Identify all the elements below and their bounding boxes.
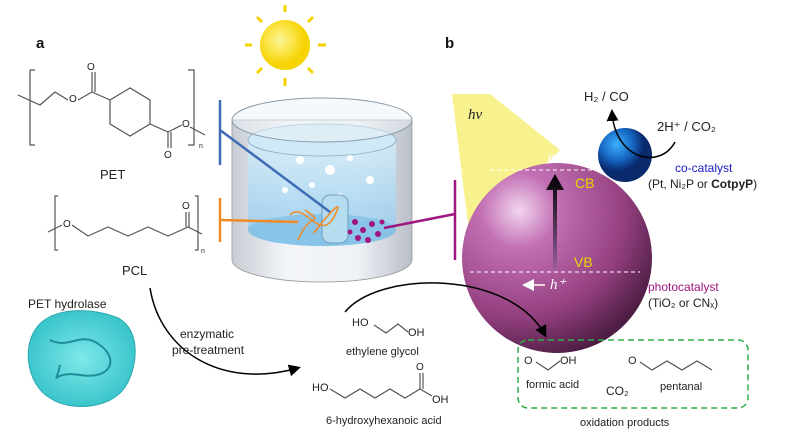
hha-label: 6-hydroxyhexanoic acid	[326, 415, 442, 427]
cocatalyst-examples: (Pt, Ni₂P or CotpyP)	[648, 178, 757, 190]
pcl-label: PCL	[122, 263, 148, 278]
pretreatment-arrow	[149, 287, 301, 377]
pet-structure	[17, 69, 206, 148]
oxidation-arrow	[344, 282, 547, 338]
oxidation-products-title: oxidation products	[580, 417, 670, 429]
panel-label-b: b	[445, 35, 455, 52]
pretreatment-label: pre-treatment	[172, 343, 245, 357]
reactor-vessel	[231, 97, 413, 283]
cocatalyst-sphere	[598, 128, 652, 182]
pcl-ester-o: O	[63, 219, 71, 230]
hha-ho: HO	[312, 382, 329, 394]
pet-carbonyl-o1: O	[87, 62, 95, 73]
bottle-icon	[321, 194, 349, 244]
co2-label: CO₂	[606, 384, 629, 398]
eg-ho: HO	[352, 317, 369, 329]
photocatalyst-link	[383, 180, 457, 260]
reduction-product: H₂ / CO	[584, 89, 629, 104]
photocatalyst-examples: (TiO₂ or CNₓ)	[648, 296, 719, 310]
monomer-structures	[329, 323, 433, 399]
photocatalyst-particles	[347, 219, 385, 243]
photocatalyst-title: photocatalyst	[648, 280, 719, 294]
cocatalyst-title: co-catalyst	[675, 161, 733, 175]
reduction-substrate: 2H⁺ / CO₂	[657, 119, 716, 134]
pet-label: PET	[100, 167, 126, 182]
pcl-structure	[47, 195, 203, 251]
pcl-repeat: n	[201, 248, 205, 255]
pcl-carbonyl-o: O	[182, 201, 190, 212]
ethylene-glycol-label: ethylene glycol	[346, 346, 419, 358]
pcl-fibers	[289, 206, 339, 241]
enzymatic-label: enzymatic	[180, 327, 235, 341]
hha-carbonyl-o: O	[416, 362, 424, 373]
hv-label: hν	[468, 107, 483, 123]
pet-hydrolase-structure	[27, 310, 136, 407]
pentanal-label: pentanal	[660, 381, 703, 393]
sun-icon	[245, 5, 326, 86]
pet-repeat: n	[199, 143, 203, 150]
electron-label: e⁻	[548, 149, 563, 165]
formic-oh: OH	[560, 355, 577, 367]
formic-o: O	[524, 355, 533, 367]
pet-carbonyl-o2: O	[164, 150, 172, 161]
cocatalyst-examples-prefix: (Pt, Ni₂P or	[648, 177, 712, 191]
cotpyp-label: CotpyP	[711, 177, 754, 191]
formic-acid-label: formic acid	[526, 379, 580, 391]
hha-oh: OH	[432, 394, 449, 406]
reduction-arrow	[606, 109, 676, 159]
pet-link	[218, 100, 331, 214]
panel-label-a: a	[36, 35, 45, 52]
pet-hydrolase-label: PET hydrolase	[28, 297, 107, 311]
pet-ester-o2: O	[182, 119, 190, 130]
excitation-arrow	[546, 174, 564, 270]
bubbles	[282, 155, 374, 199]
cocatalyst-examples-suffix: )	[753, 177, 758, 191]
cb-label: CB	[575, 175, 595, 191]
vb-label: VB	[574, 254, 593, 270]
eg-oh: OH	[408, 327, 425, 339]
oxidation-products-box	[517, 339, 749, 409]
pet-ester-o1: O	[69, 94, 77, 105]
light-beam	[452, 94, 560, 240]
pcl-link	[218, 198, 299, 242]
hole-label: h⁺	[550, 277, 566, 293]
pentanal-o: O	[628, 355, 637, 367]
